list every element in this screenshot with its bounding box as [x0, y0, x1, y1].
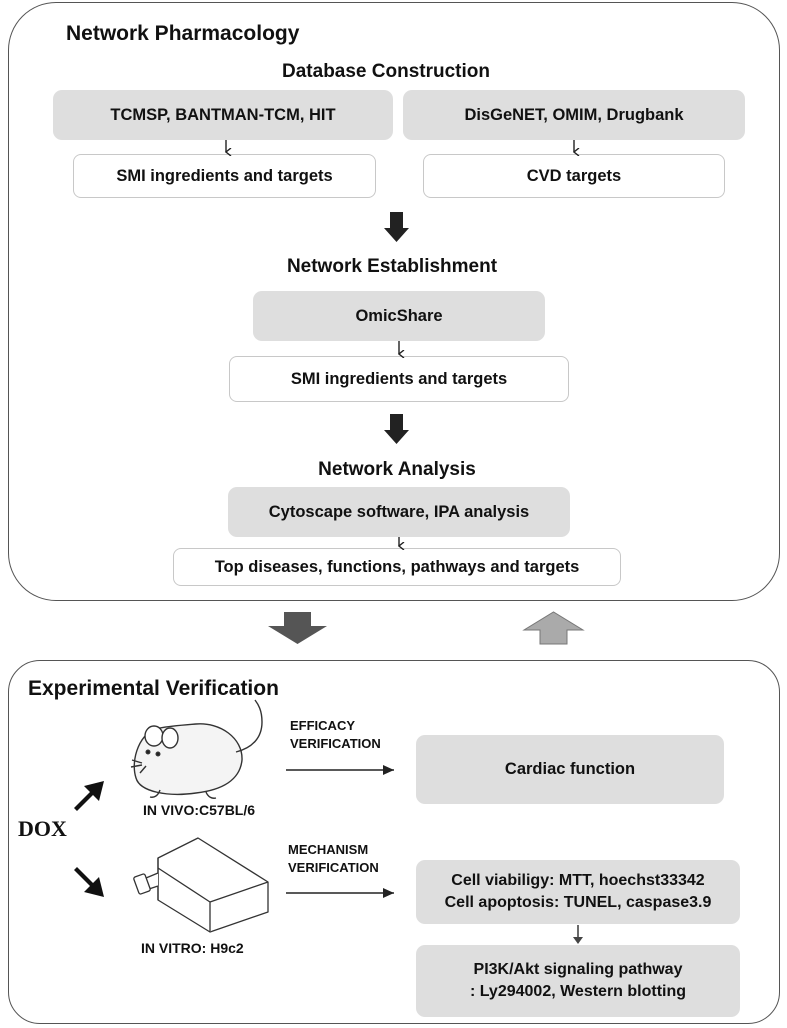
cardiac-function-box: Cardiac function: [416, 735, 724, 804]
mechanism-label-line2: VERIFICATION: [288, 860, 379, 876]
pi3k-akt-text: PI3K/Akt signaling pathway: [473, 961, 683, 979]
cell-viability-text: Cell viabiligy: MTT, hoechst33342: [451, 872, 705, 890]
experimental-verification-title: Experimental Verification: [28, 677, 279, 700]
efficacy-label-line1: EFFICACY: [290, 718, 355, 733]
down-block-arrow: [268, 612, 327, 644]
cell-apoptosis-text: Cell apoptosis: TUNEL, caspase3.9: [444, 894, 712, 911]
mechanism-verification-label: MECHANISM VERIFICATION: [288, 841, 379, 877]
omicshare-box: OmicShare: [253, 291, 545, 341]
database-source-left-box: TCMSP, BANTMAN-TCM, HIT: [53, 90, 393, 140]
in-vitro-label: IN VITRO: H9c2: [141, 940, 244, 956]
established-network-box: SMI ingredients and targets: [229, 356, 569, 402]
efficacy-label-line2: VERIFICATION: [290, 736, 381, 752]
database-construction-title: Database Construction: [282, 61, 490, 82]
up-block-arrow: [522, 611, 585, 645]
cvd-targets-box: CVD targets: [423, 154, 725, 198]
network-pharmacology-title: Network Pharmacology: [66, 22, 300, 45]
database-source-right-box: DisGeNET, OMIM, Drugbank: [403, 90, 745, 140]
pi3k-akt-box: PI3K/Akt signaling pathway : Ly294002, W…: [416, 945, 740, 1017]
top-diseases-box: Top diseases, functions, pathways and ta…: [173, 548, 621, 586]
cell-assays-box: Cell viabiligy: MTT, hoechst33342 Cell a…: [416, 860, 740, 924]
smi-ingredients-targets-box: SMI ingredients and targets: [73, 154, 376, 198]
inhibitor-blotting-text: : Ly294002, Western blotting: [469, 983, 687, 1000]
in-vivo-label: IN VIVO:C57BL/6: [143, 802, 256, 818]
mechanism-label-line1: MECHANISM: [288, 842, 369, 857]
efficacy-verification-label: EFFICACY VERIFICATION: [290, 717, 381, 753]
network-establishment-title: Network Establishment: [286, 256, 498, 277]
cytoscape-ipa-box: Cytoscape software, IPA analysis: [228, 487, 570, 537]
network-analysis-title: Network Analysis: [318, 459, 476, 480]
dox-label: DOX: [18, 816, 67, 841]
